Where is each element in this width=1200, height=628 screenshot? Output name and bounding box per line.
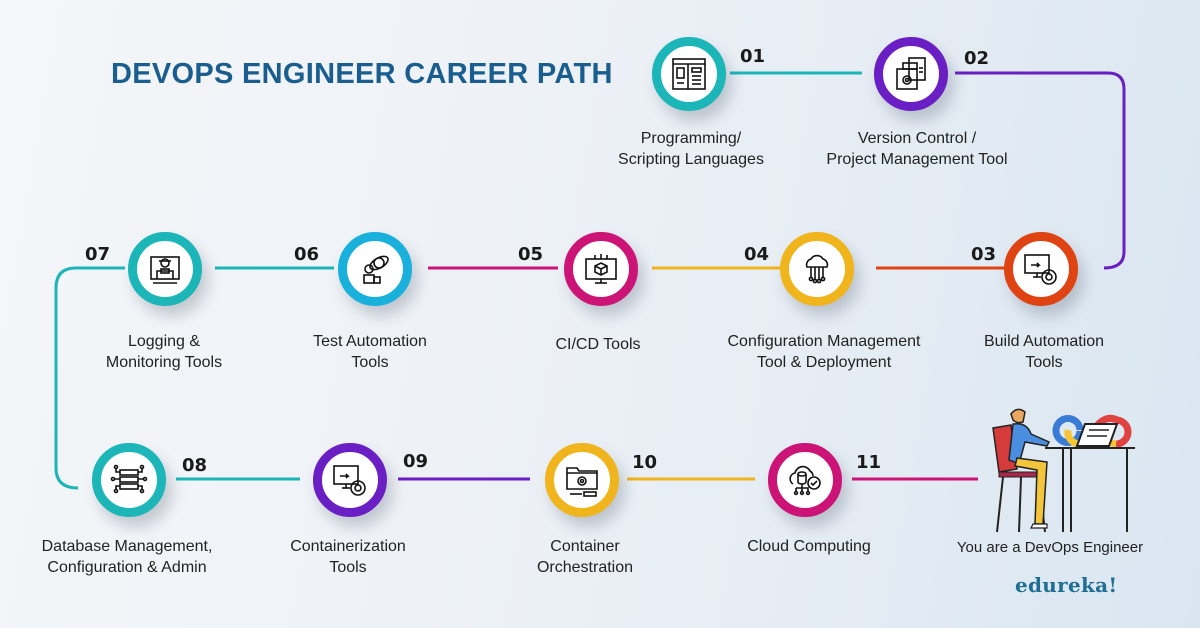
step-02-number: 02 xyxy=(964,48,990,69)
step-08-label: Database Management, Configuration & Adm… xyxy=(41,538,213,576)
monitor-gear-icon xyxy=(333,465,366,496)
operator-monitor-icon xyxy=(150,256,180,284)
folder-gear-tools-icon xyxy=(566,467,598,497)
step-07-number: 07 xyxy=(85,244,111,265)
page-title: DEVOPS ENGINEER CAREER PATH xyxy=(111,58,613,90)
step-04-number: 04 xyxy=(744,244,770,265)
step-07-label: Logging & Monitoring Tools xyxy=(105,333,223,371)
documents-gear-icon xyxy=(896,57,926,90)
step-09-label: Containerization Tools xyxy=(290,538,406,576)
step-04-label: Configuration Management Tool & Deployme… xyxy=(727,333,921,371)
step-04-node xyxy=(780,232,854,306)
step-05-node xyxy=(564,232,638,306)
step-11-number: 11 xyxy=(856,452,882,473)
cloud-database-check-icon xyxy=(789,465,821,496)
step-03-number: 03 xyxy=(971,244,997,265)
developer-at-desk-illustration xyxy=(992,408,1135,533)
final-goal-label: You are a DevOps Engineer xyxy=(956,539,1144,556)
monitor-gear-icon xyxy=(1024,254,1057,285)
code-window-icon xyxy=(672,58,706,90)
step-06-number: 06 xyxy=(294,244,320,265)
step-02-node xyxy=(874,37,948,111)
cloud-gear-circuit-icon xyxy=(805,254,829,284)
step-07-node xyxy=(128,232,202,306)
step-10-node xyxy=(545,443,619,517)
step-01-label: Programming/ Scripting Languages xyxy=(618,130,764,168)
step-01-number: 01 xyxy=(740,46,766,67)
edureka-logo: edureka! xyxy=(1015,573,1118,597)
step-10-number: 10 xyxy=(632,452,658,473)
monitor-cube-icon xyxy=(585,254,617,284)
step-10-label: Container Orchestration xyxy=(536,538,634,576)
step-08-node xyxy=(92,443,166,517)
step-03-label: Build Automation Tools xyxy=(983,333,1105,371)
step-08-number: 08 xyxy=(182,455,208,476)
step-11-label: Cloud Computing xyxy=(747,538,871,555)
step-09-number: 09 xyxy=(403,451,429,472)
tester-orbit-icon xyxy=(363,255,389,284)
server-rack-icon xyxy=(110,464,148,494)
step-11-node xyxy=(768,443,842,517)
step-01-node xyxy=(652,37,726,111)
step-05-number: 05 xyxy=(518,244,544,265)
step-09-node xyxy=(313,443,387,517)
step-06-label: Test Automation Tools xyxy=(313,333,427,371)
step-05-label: CI/CD Tools xyxy=(555,336,641,353)
step-03-node xyxy=(1004,232,1078,306)
step-06-node xyxy=(338,232,412,306)
step-02-label: Version Control / Project Management Too… xyxy=(826,130,1008,168)
